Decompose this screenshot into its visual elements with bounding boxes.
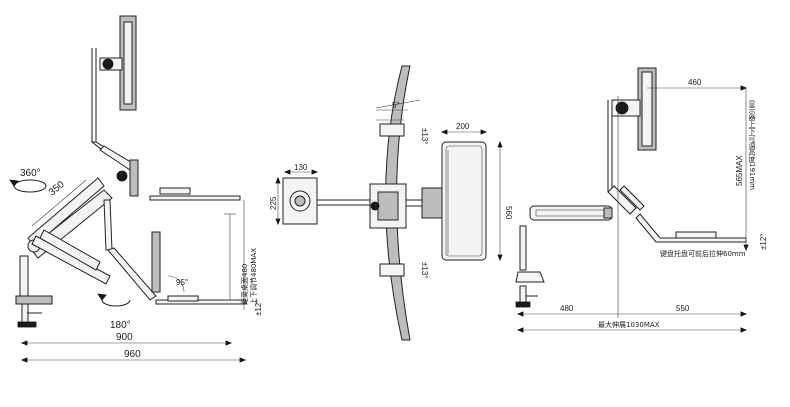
angle-label: 95° [176,278,188,287]
right-monitor [611,67,657,151]
right-keyboard-tray [635,213,747,243]
height-label-1: 距离桌面480 [240,264,249,305]
top-monitor [99,15,137,111]
arm-length-label: 350 [47,179,67,198]
left-side-view: 360° 350 180° 95° 距离桌面480 上下调节480MAX ±12… [9,15,263,363]
low-monitor [151,231,247,305]
total-extension-label: 最大伸展1030MAX [598,320,660,329]
center-hub [369,183,407,229]
mount-height-label: 225 [269,196,278,210]
top-view: 5° ±13° ±13° 130 [269,65,513,341]
tilt-angle-label: 5° [392,101,400,110]
desk-clamp [15,255,53,328]
lower-arm [27,177,113,285]
mount-width-label: 130 [294,163,308,172]
width-dimension-960: 960 [20,349,247,363]
tray-width-label: 200 [456,122,470,131]
right-clamp [515,225,545,308]
monitor-height-max-label: 565MAX [735,155,744,186]
keyboard-tray [441,141,487,261]
keyboard-note-label: 键盘托盘可前后拉伸60mm [660,249,746,258]
height-label-2: 上下调节480MAX [249,248,258,305]
width-outer-label: 960 [124,349,141,360]
width-dimension-900: 900 [20,332,233,346]
tray-depth-label: 560 [504,206,513,220]
monitor-post [90,48,157,301]
width-inner-label: 900 [116,332,133,343]
rotation-arrow-bottom [97,293,131,307]
right-tolerance-label: ±12° [759,234,768,251]
pole-mount [282,177,370,225]
monitor-offset-label: 460 [688,78,702,87]
pivot-top-label: ±13° [420,128,429,145]
pivot-top [379,123,405,137]
rotation-top-label: 360° [20,168,41,179]
right-post [607,100,645,215]
right-side-view: 460 显示器上下可调高度191mm 565MAX 键盘托盘可前后拉伸60mm … [515,67,768,333]
pivot-bottom-label: ±13° [420,262,429,279]
rotation-arrow-top [9,179,47,193]
mid-monitor [116,159,241,201]
height-dimension: 距离桌面480 上下调节480MAX ±12° [224,200,263,316]
angle-arc [167,275,185,293]
base-left-label: 480 [560,304,574,313]
rotation-bottom-label: 180° [110,320,131,331]
monitor-height-label: 显示器上下可调高度191mm [748,100,756,190]
base-right-label: 550 [676,304,690,313]
right-arm [529,205,613,221]
arm-length-dim-line [31,179,87,227]
pivot-bottom [379,263,405,277]
left-tolerance-label: ±12° [254,300,263,317]
